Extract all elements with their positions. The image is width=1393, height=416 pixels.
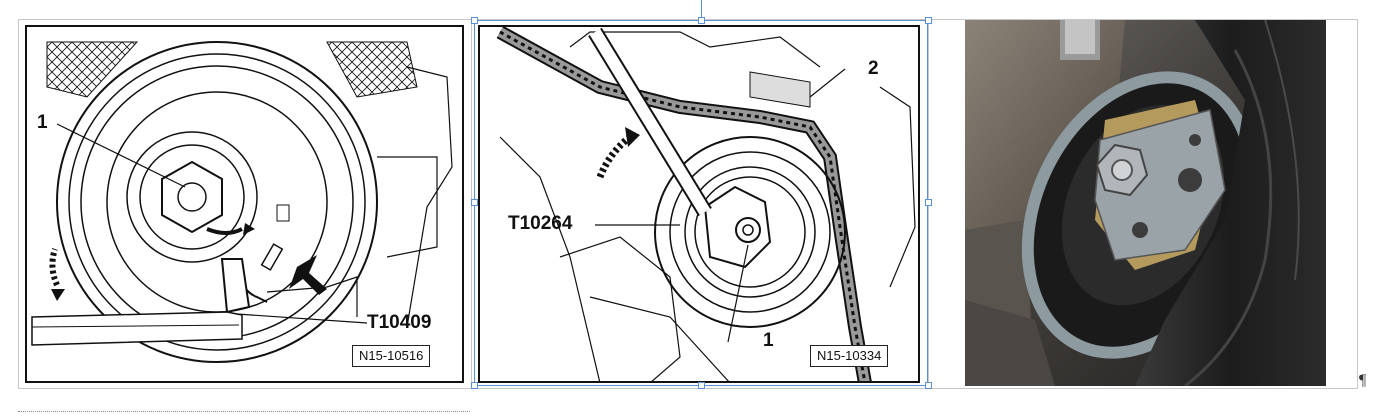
tool-label-t10264: T10264 xyxy=(508,213,573,234)
resize-handle-middle-left[interactable] xyxy=(471,199,478,206)
rotate-handle-stem[interactable] xyxy=(701,0,702,17)
footnote-separator xyxy=(18,411,470,412)
figure-left-tensioner-drawing[interactable]: 1 T10409 N15-10516 xyxy=(25,25,464,383)
tensioner-pulley-line-art xyxy=(31,41,453,363)
callout-number-1: 1 xyxy=(37,112,48,133)
callout-number-2: 2 xyxy=(868,58,879,79)
resize-handle-top-right[interactable] xyxy=(925,17,932,24)
resize-handle-bottom-center[interactable] xyxy=(698,382,705,389)
resize-handle-middle-right[interactable] xyxy=(925,199,932,206)
resize-handle-top-left[interactable] xyxy=(471,17,478,24)
figure-table xyxy=(18,19,1358,389)
resize-handle-bottom-right[interactable] xyxy=(925,382,932,389)
paragraph-mark: ¶ xyxy=(1359,372,1367,389)
figure-right-tensioner-photo[interactable] xyxy=(965,20,1326,386)
engine-photo-illustration xyxy=(965,20,1326,386)
tool-label-t10409: T10409 xyxy=(367,312,432,333)
timing-belt-line-art xyxy=(496,27,916,381)
resize-handle-bottom-left[interactable] xyxy=(471,382,478,389)
figure-code-n15-10516: N15-10516 xyxy=(352,345,431,367)
figure-code-n15-10334: N15-10334 xyxy=(810,345,889,367)
figure-middle-tensioner-drawing[interactable]: 2 T10264 1 N15-10334 xyxy=(478,25,920,383)
callout-number-1: 1 xyxy=(763,330,774,351)
resize-handle-top-center[interactable] xyxy=(698,17,705,24)
